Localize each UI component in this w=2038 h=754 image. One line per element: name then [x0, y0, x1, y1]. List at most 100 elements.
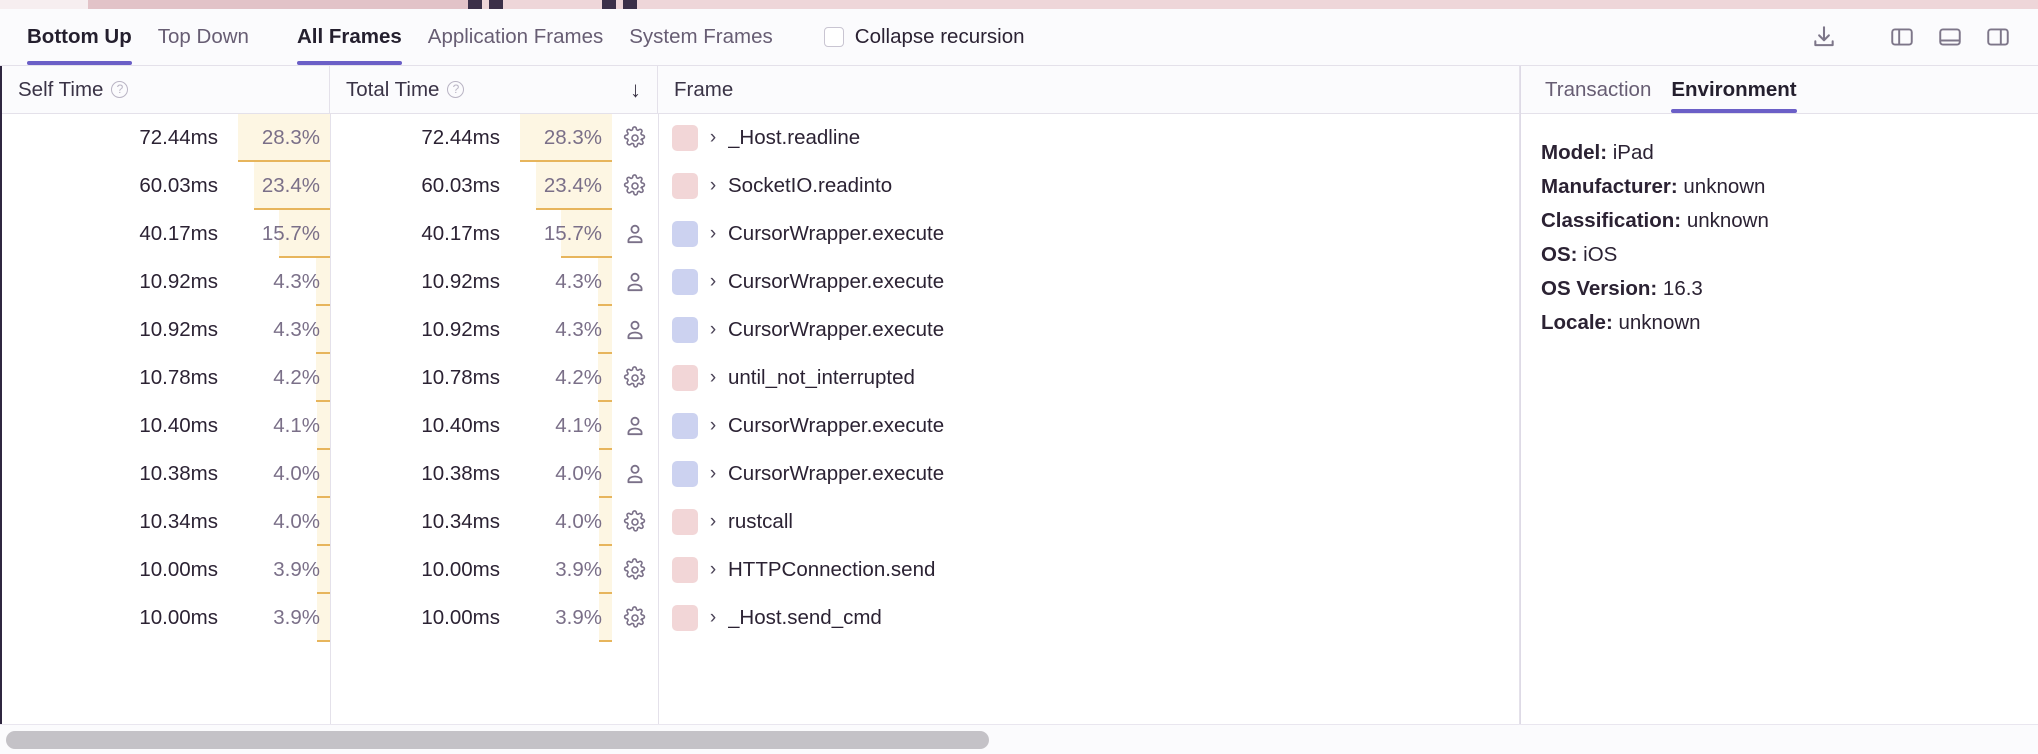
total-time-percent-value: 3.9%	[555, 558, 612, 582]
gear-icon[interactable]	[612, 606, 658, 630]
table-body[interactable]: 72.44ms28.3%72.44ms28.3%›_Host.readline6…	[2, 114, 1519, 724]
panel-left-icon[interactable]	[1882, 17, 1922, 57]
collapse-recursion-toggle[interactable]: Collapse recursion	[824, 9, 1025, 65]
environment-value: iPad	[1613, 141, 1654, 164]
tab-top-down[interactable]: Top Down	[145, 9, 262, 65]
table-row[interactable]: 72.44ms28.3%72.44ms28.3%›_Host.readline	[2, 114, 1519, 162]
horizontal-scrollbar-thumb[interactable]	[6, 731, 989, 749]
column-header-frame[interactable]: Frame	[658, 66, 1519, 113]
total-time-percent: 4.0%	[514, 498, 612, 546]
frame-name: CursorWrapper.execute	[728, 318, 944, 342]
expand-chevron-icon[interactable]: ›	[698, 607, 728, 629]
self-time-percent-value: 4.2%	[273, 366, 330, 390]
column-header-total-time[interactable]: Total Time ? ↓	[330, 66, 658, 113]
table-row[interactable]: 10.38ms4.0%10.38ms4.0%›CursorWrapper.exe…	[2, 450, 1519, 498]
sort-descending-icon[interactable]: ↓	[630, 77, 641, 103]
self-time-percent: 3.9%	[232, 546, 330, 594]
table-row[interactable]: 10.00ms3.9%10.00ms3.9%›_Host.send_cmd	[2, 594, 1519, 642]
table-row[interactable]: 10.92ms4.3%10.92ms4.3%›CursorWrapper.exe…	[2, 258, 1519, 306]
table-row[interactable]: 10.34ms4.0%10.34ms4.0%›rustcall	[2, 498, 1519, 546]
environment-row: Model: iPad	[1541, 136, 2018, 170]
tab-transaction[interactable]: Transaction	[1535, 66, 1661, 113]
expand-chevron-icon[interactable]: ›	[698, 559, 728, 581]
download-icon[interactable]	[1804, 17, 1844, 57]
self-time-percent-value: 4.0%	[273, 510, 330, 534]
self-time-percent-value: 23.4%	[262, 174, 330, 198]
flamegraph-strip[interactable]	[0, 0, 2038, 9]
person-icon[interactable]	[612, 318, 658, 342]
tab-environment[interactable]: Environment	[1661, 66, 1806, 113]
frame-color-swatch	[672, 269, 698, 295]
tab-bottom-up[interactable]: Bottom Up	[14, 9, 145, 65]
cell-total-time: 40.17ms15.7%	[330, 210, 658, 258]
gear-icon[interactable]	[612, 126, 658, 150]
table-row[interactable]: 10.92ms4.3%10.92ms4.3%›CursorWrapper.exe…	[2, 306, 1519, 354]
cell-total-time: 10.38ms4.0%	[330, 450, 658, 498]
frame-name: SocketIO.readinto	[728, 174, 892, 198]
panel-bottom-icon[interactable]	[1930, 17, 1970, 57]
expand-chevron-icon[interactable]: ›	[698, 319, 728, 341]
table-row[interactable]: 60.03ms23.4%60.03ms23.4%›SocketIO.readin…	[2, 162, 1519, 210]
tab-application-frames[interactable]: Application Frames	[415, 9, 616, 65]
person-icon[interactable]	[612, 222, 658, 246]
gear-icon[interactable]	[612, 510, 658, 534]
person-icon[interactable]	[612, 414, 658, 438]
person-icon[interactable]	[612, 270, 658, 294]
table-header: Self Time ? Total Time ? ↓ Frame	[2, 66, 1519, 114]
table-row[interactable]: 40.17ms15.7%40.17ms15.7%›CursorWrapper.e…	[2, 210, 1519, 258]
total-time-percent-value: 4.3%	[555, 270, 612, 294]
frame-color-swatch	[672, 605, 698, 631]
tab-all-frames-label: All Frames	[297, 25, 402, 49]
total-time-percent: 23.4%	[514, 162, 612, 210]
horizontal-scrollbar-track[interactable]	[6, 731, 1518, 749]
cell-self-time: 10.34ms 4.0%	[2, 498, 330, 546]
cell-self-time: 10.92ms4.3%	[2, 306, 330, 354]
total-time-percent-value: 23.4%	[544, 174, 612, 198]
horizontal-scroll-area	[0, 724, 2038, 754]
expand-chevron-icon[interactable]: ›	[698, 271, 728, 293]
collapse-recursion-checkbox[interactable]	[824, 27, 844, 47]
cell-self-time: 10.38ms4.0%	[2, 450, 330, 498]
expand-chevron-icon[interactable]: ›	[698, 511, 728, 533]
table-row[interactable]: 10.00ms3.9%10.00ms3.9%›HTTPConnection.se…	[2, 546, 1519, 594]
cell-self-time: 10.00ms3.9%	[2, 546, 330, 594]
frame-name: until_not_interrupted	[728, 366, 915, 390]
frame-color-swatch	[672, 221, 698, 247]
cell-total-time: 72.44ms28.3%	[330, 114, 658, 162]
table-row[interactable]: 10.78ms4.2%10.78ms4.2%›until_not_interru…	[2, 354, 1519, 402]
expand-chevron-icon[interactable]: ›	[698, 415, 728, 437]
self-time-percent-value: 28.3%	[262, 126, 330, 150]
table-row[interactable]: 10.40ms4.1%10.40ms4.1%›CursorWrapper.exe…	[2, 402, 1519, 450]
gear-icon[interactable]	[612, 558, 658, 582]
expand-chevron-icon[interactable]: ›	[698, 127, 728, 149]
frame-name: _Host.readline	[728, 126, 860, 150]
expand-chevron-icon[interactable]: ›	[698, 463, 728, 485]
expand-chevron-icon[interactable]: ›	[698, 223, 728, 245]
total-time-value: 10.38ms	[330, 462, 514, 486]
cell-self-time: 10.00ms3.9%	[2, 594, 330, 642]
cell-frame: ›CursorWrapper.execute	[658, 450, 1519, 498]
total-time-value: 60.03ms	[330, 174, 514, 198]
help-icon[interactable]: ?	[111, 81, 128, 98]
tab-system-frames[interactable]: System Frames	[616, 9, 786, 65]
self-time-percent: 28.3%	[232, 114, 330, 162]
self-time-value: 60.03ms	[2, 174, 232, 198]
panel-right-icon[interactable]	[1978, 17, 2018, 57]
help-icon[interactable]: ?	[447, 81, 464, 98]
cell-frame: ›CursorWrapper.execute	[658, 306, 1519, 354]
tab-all-frames[interactable]: All Frames	[284, 9, 415, 65]
self-time-percent-value: 4.3%	[273, 270, 330, 294]
frame-filter-tabs: All Frames Application Frames System Fra…	[284, 9, 786, 65]
cell-frame: ›until_not_interrupted	[658, 354, 1519, 402]
column-header-self-time[interactable]: Self Time ?	[2, 66, 330, 113]
self-time-value: 10.92ms	[2, 270, 232, 294]
expand-chevron-icon[interactable]: ›	[698, 175, 728, 197]
self-time-value: 10.34ms	[2, 510, 232, 534]
gear-icon[interactable]	[612, 366, 658, 390]
details-pane: Transaction Environment Model: iPadManuf…	[1520, 66, 2038, 724]
environment-value: iOS	[1583, 243, 1617, 266]
gear-icon[interactable]	[612, 174, 658, 198]
self-time-percent: 4.3%	[232, 258, 330, 306]
person-icon[interactable]	[612, 462, 658, 486]
expand-chevron-icon[interactable]: ›	[698, 367, 728, 389]
